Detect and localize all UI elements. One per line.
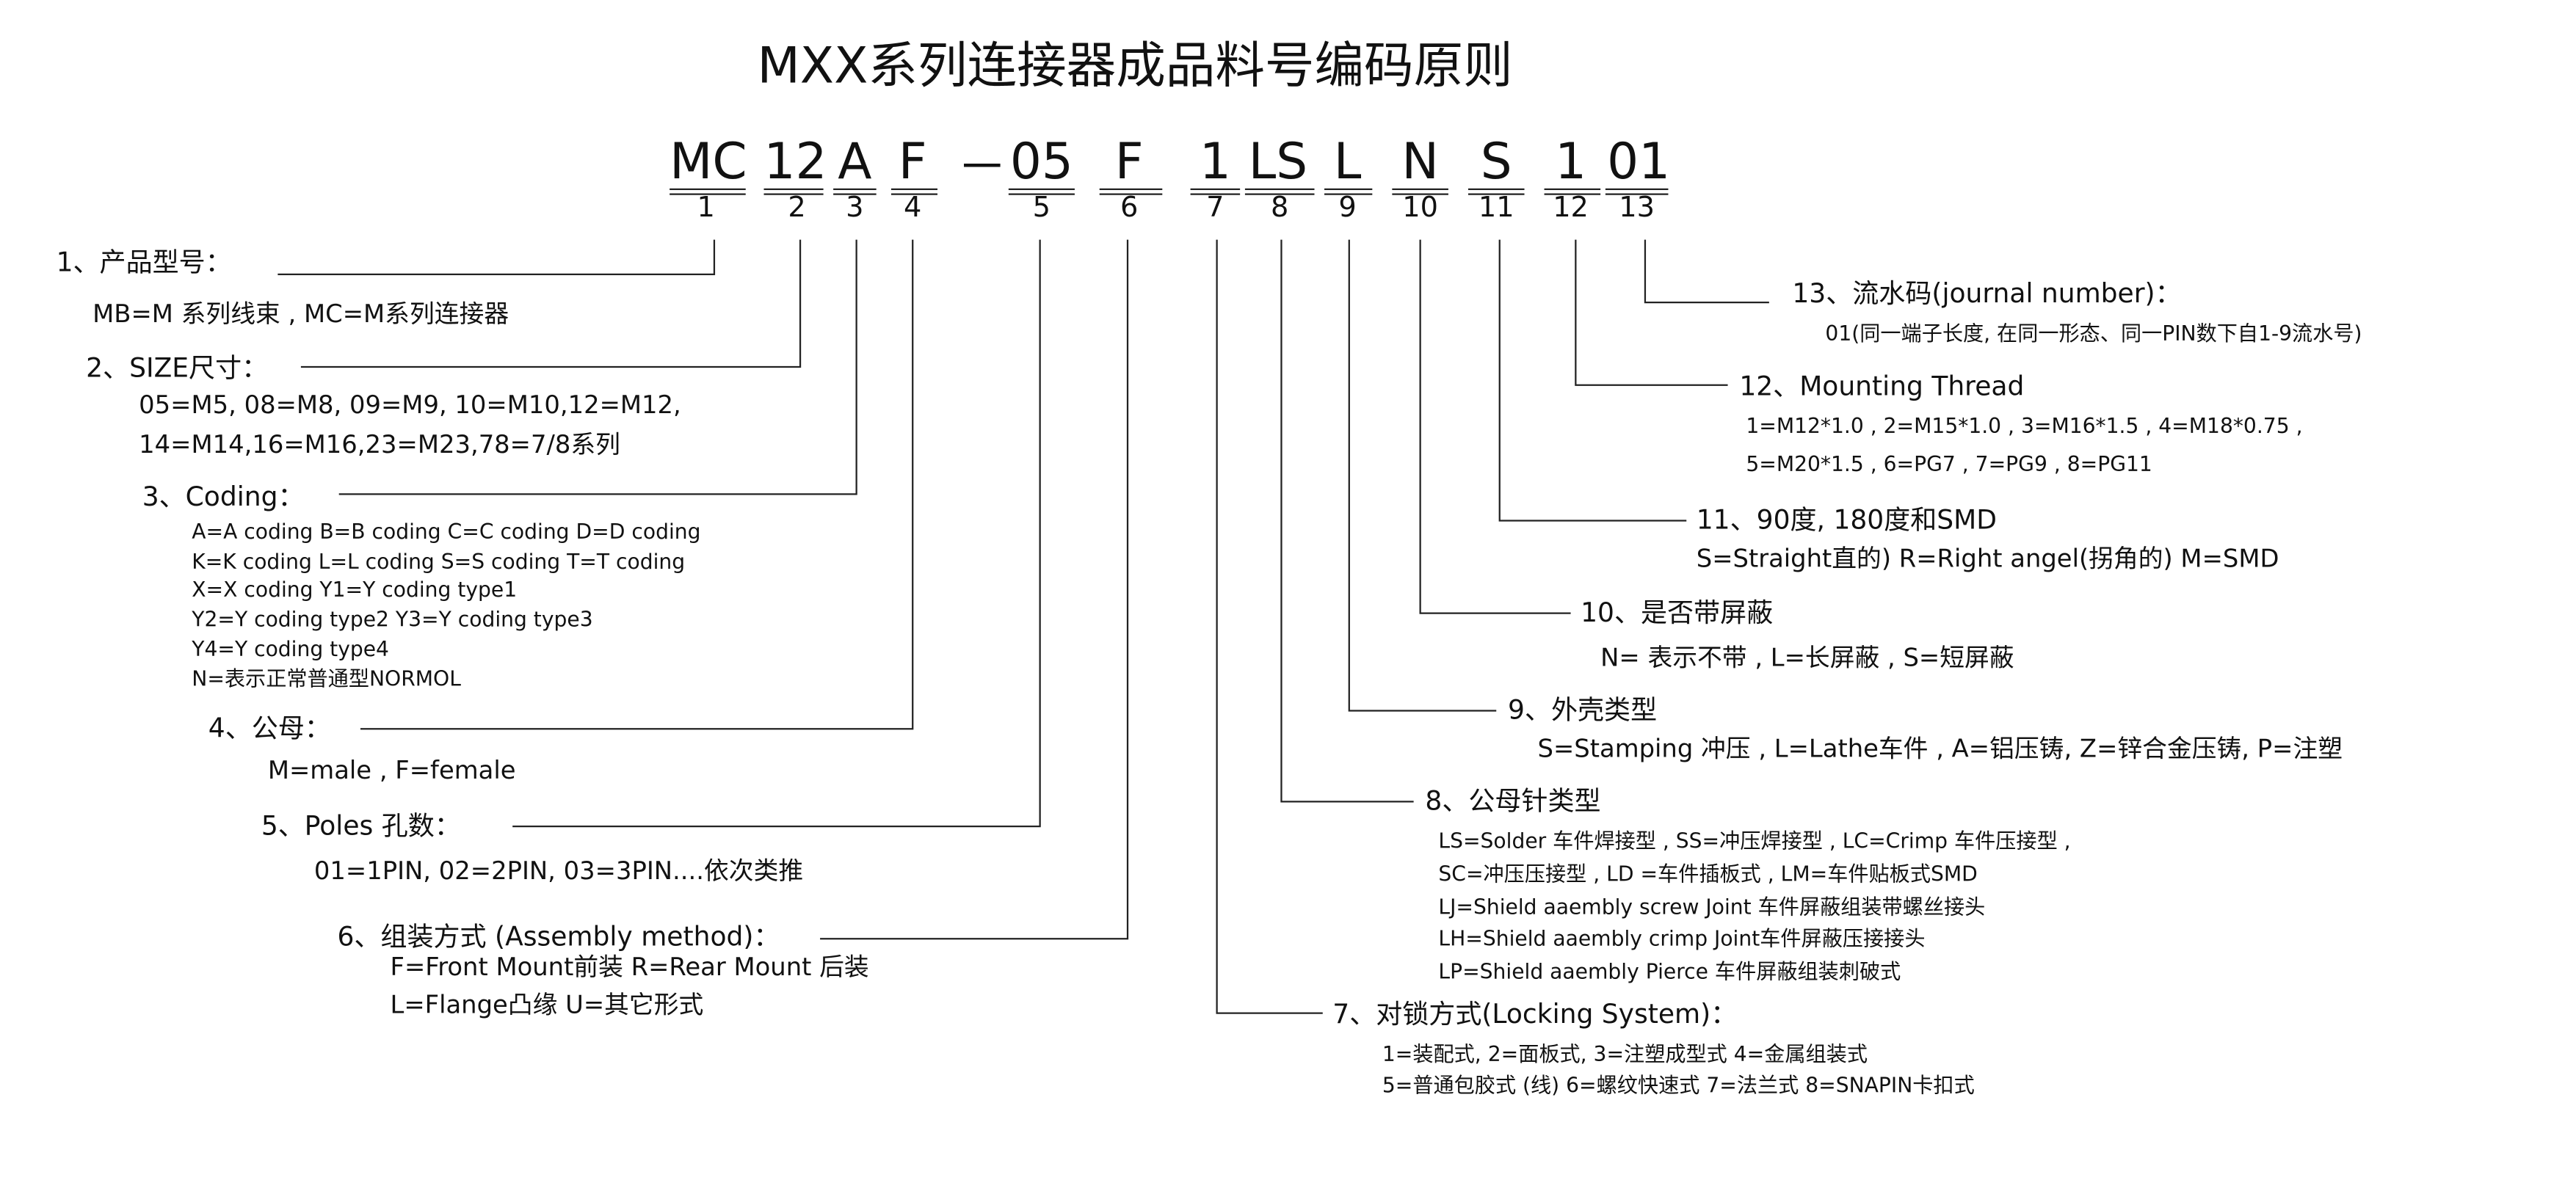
section-8-line-2: SC=冲压压接型 , LD =车件插板式 , LM=车件贴板式SMD <box>1438 861 1978 886</box>
section-4-line-1: M=male , F=female <box>267 755 516 785</box>
section-1-heading: 1、产品型号： <box>56 246 232 278</box>
segment-index-12: 12 <box>1553 192 1589 225</box>
segment-index-8: 8 <box>1270 192 1289 225</box>
section-5-line-1: 01=1PIN, 02=2PIN, 03=3PIN....依次类推 <box>313 856 804 886</box>
segment-index-11: 11 <box>1478 192 1514 225</box>
code-segment-12: 1 <box>1555 134 1587 192</box>
section-3-heading: 3、Coding： <box>142 481 305 513</box>
segment-index-3: 3 <box>846 192 864 225</box>
section-3-line-4: Y2=Y coding type2 Y3=Y coding type3 <box>192 606 593 632</box>
section-3-line-3: X=X coding Y1=Y coding type1 <box>192 577 518 602</box>
section-13-heading: 13、流水码(journal number)： <box>1792 277 2182 310</box>
section-7-heading: 7、对锁方式(Locking System)： <box>1332 998 1738 1030</box>
diagram-title: MXX系列连接器成品料号编码原则 <box>757 37 1513 96</box>
section-8-line-1: LS=Solder 车件焊接型 , SS=冲压焊接型 , LC=Crimp 车件… <box>1438 828 2071 853</box>
section-1-line-1: MB=M 系列线束 , MC=M系列连接器 <box>92 299 509 329</box>
section-10-line-1: N= 表示不带 , L=长屏蔽 , S=短屏蔽 <box>1600 643 2014 673</box>
code-segment-7: 1 <box>1199 134 1231 192</box>
code-segment-2: 12 <box>763 134 827 192</box>
section-11-heading: 11、90度, 180度和SMD <box>1696 503 1998 536</box>
segment-index-10: 10 <box>1402 192 1438 225</box>
section-9-heading: 9、外壳类型 <box>1508 693 1658 726</box>
code-segment-6: F <box>1114 134 1144 192</box>
section-6-line-1: F=Front Mount前装 R=Rear Mount 后装 <box>390 952 869 982</box>
separator-dash <box>964 163 1001 167</box>
section-13-line-1: 01(同一端子长度, 在同一形态、同一PIN数下自1-9流水号) <box>1825 320 2362 346</box>
section-12-heading: 12、Mounting Thread <box>1739 370 2025 402</box>
section-12-line-2: 5=M20*1.5 , 6=PG7 , 7=PG9 , 8=PG11 <box>1746 451 2152 476</box>
section-9-line-1: S=Stamping 冲压 , L=Lathe车件 , A=铝压铸, Z=锌合金… <box>1537 733 2343 764</box>
section-3-line-1: A=A coding B=B coding C=C coding D=D cod… <box>192 519 701 544</box>
code-segment-1: MC <box>670 134 747 192</box>
segment-index-7: 7 <box>1206 192 1224 225</box>
code-segment-10: N <box>1401 134 1439 192</box>
segment-index-2: 2 <box>788 192 806 225</box>
code-segment-5: 05 <box>1009 134 1073 192</box>
section-2-line-1: 05=M5, 08=M8, 09=M9, 10=M10,12=M12, <box>139 390 681 420</box>
code-segment-3: A <box>838 134 872 192</box>
section-2-line-2: 14=M14,16=M16,23=M23,78=7/8系列 <box>139 429 620 460</box>
code-segment-9: L <box>1333 134 1362 192</box>
segment-index-5: 5 <box>1032 192 1051 225</box>
segment-index-13: 13 <box>1619 192 1655 225</box>
section-5-heading: 5、Poles 孔数： <box>261 809 461 842</box>
section-12-line-1: 1=M12*1.0 , 2=M15*1.0 , 3=M16*1.5 , 4=M1… <box>1746 413 2303 438</box>
section-8-heading: 8、公母针类型 <box>1425 784 1601 817</box>
code-segment-4: F <box>898 134 927 192</box>
section-2-heading: 2、SIZE尺寸： <box>86 352 269 384</box>
section-8-line-5: LP=Shield aaembly Pierce 车件屏蔽组装刺破式 <box>1438 958 1901 984</box>
code-segment-13: 01 <box>1607 134 1671 192</box>
section-4-heading: 4、公母： <box>208 712 331 744</box>
section-7-line-2: 5=普通包胶式 (线) 6=螺纹快速式 7=法兰式 8=SNAPIN卡扣式 <box>1382 1072 1975 1098</box>
section-3-line-6: N=表示正常普通型NORMOL <box>192 666 461 691</box>
segment-index-1: 1 <box>697 192 715 225</box>
section-3-line-5: Y4=Y coding type4 <box>192 636 389 661</box>
segment-index-9: 9 <box>1338 192 1357 225</box>
section-6-line-2: L=Flange凸缘 U=其它形式 <box>390 990 704 1020</box>
code-segment-8: LS <box>1248 134 1308 192</box>
code-segment-11: S <box>1480 134 1512 192</box>
section-3-line-2: K=K coding L=L coding S=S coding T=T cod… <box>192 548 686 574</box>
segment-index-4: 4 <box>904 192 922 225</box>
segment-index-6: 6 <box>1120 192 1139 225</box>
section-6-heading: 6、组装方式 (Assembly method)： <box>337 920 780 953</box>
section-7-line-1: 1=装配式, 2=面板式, 3=注塑成型式 4=金属组装式 <box>1382 1041 1868 1066</box>
section-10-heading: 10、是否带屏蔽 <box>1581 597 1774 628</box>
section-8-line-4: LH=Shield aaembly crimp Joint车件屏蔽压接接头 <box>1438 925 1926 951</box>
section-11-line-1: S=Straight直的) R=Right angel(拐角的) M=SMD <box>1696 543 2279 574</box>
section-8-line-3: LJ=Shield aaembly screw Joint 车件屏蔽组装带螺丝接… <box>1438 894 1986 919</box>
